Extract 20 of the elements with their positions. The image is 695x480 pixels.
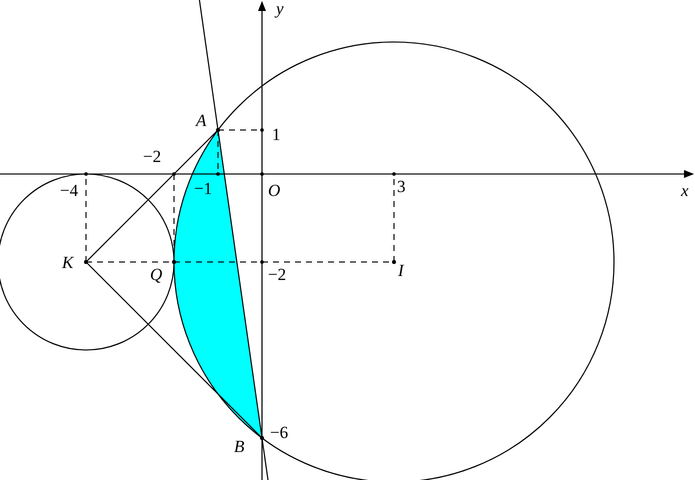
tick-label: 3 (397, 178, 406, 196)
tick-label: −2 (143, 148, 162, 166)
tick-label: 1 (272, 126, 280, 144)
point (196, 112, 220, 132)
line-segment (86, 130, 218, 262)
origin-label: O (268, 182, 280, 200)
axis-label: y (276, 0, 284, 18)
tick-label: −1 (194, 180, 212, 198)
tick-label: −2 (268, 266, 286, 284)
point-label: I (398, 262, 404, 280)
point-label: B (234, 438, 244, 456)
line-segment (86, 262, 262, 438)
point (150, 258, 178, 284)
axis-label: x (681, 182, 689, 200)
tick-label: −6 (270, 424, 288, 442)
tick-label: −4 (60, 182, 78, 200)
point-label: Q (150, 266, 162, 284)
line-segment (217, 130, 263, 438)
point-label: A (196, 112, 206, 130)
point-label: K (62, 254, 74, 272)
